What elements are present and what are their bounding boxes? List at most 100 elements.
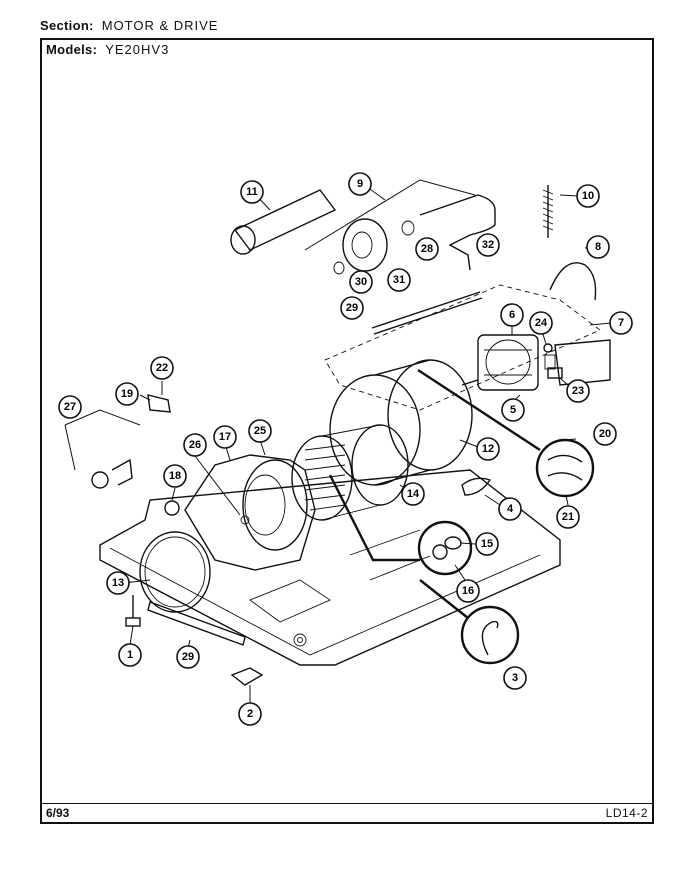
- callout-28: 29: [176, 645, 200, 669]
- idler-arm: [419, 194, 496, 271]
- callout-1-label: 1: [127, 649, 133, 661]
- detail-leader-2: [328, 474, 420, 562]
- callout-23-label: 23: [572, 385, 584, 397]
- callout-27-label: 27: [64, 401, 76, 413]
- callout-22-label: 22: [156, 362, 168, 374]
- blower-housing: [184, 454, 316, 571]
- callout-4-label: 4: [507, 503, 514, 515]
- callout-20-label: 20: [599, 428, 611, 440]
- footer-rule: [40, 803, 654, 804]
- detail-leader-3: [419, 579, 469, 619]
- callout-29-upper: 28: [415, 237, 439, 261]
- section-line: Section: MOTOR & DRIVE: [40, 18, 218, 33]
- callout-20: 20: [593, 422, 617, 446]
- callout-16: 16: [456, 579, 480, 603]
- callout-6: 6: [500, 303, 524, 327]
- callout-5-label: 5: [510, 404, 516, 416]
- callout-30-label: 30: [355, 276, 367, 288]
- callout-4: 4: [498, 497, 522, 521]
- callout-29-lower-label: 29: [346, 302, 358, 314]
- callout-23: 23: [566, 379, 590, 403]
- callout-18-label: 18: [169, 470, 181, 482]
- callout-25: 25: [248, 419, 272, 443]
- callout-32-label: 32: [482, 239, 494, 251]
- detail-circle-clip: [460, 605, 520, 665]
- callout-10-label: 10: [582, 190, 594, 202]
- callout-9: 9: [348, 172, 372, 196]
- callout-26-label: 26: [189, 439, 201, 451]
- callout-7: 7: [609, 311, 633, 335]
- callout-11: 11: [240, 180, 264, 204]
- drive-belt-roll: [230, 189, 337, 255]
- idler-shaft: [371, 291, 483, 335]
- callout-3: 3: [503, 666, 527, 690]
- glide-clip: [230, 667, 264, 686]
- callout-21-label: 21: [562, 511, 574, 523]
- callout-2: 2: [238, 702, 262, 726]
- callout-30: 30: [349, 270, 373, 294]
- callout-21: 21: [556, 505, 580, 529]
- footer-page-code: LD14-2: [605, 806, 648, 820]
- diagram-frame: [40, 38, 654, 824]
- callout-18: 18: [163, 464, 187, 488]
- footer-date: 6/93: [46, 806, 70, 820]
- callout-13-label: 13: [112, 577, 124, 589]
- callout-19-label: 19: [121, 388, 133, 400]
- callout-9-label: 9: [357, 178, 363, 190]
- models-value: YE20HV3: [105, 42, 170, 57]
- motor-bolt: [543, 343, 553, 353]
- callout-26: 26: [183, 433, 207, 457]
- callout-3-label: 3: [512, 672, 518, 684]
- callout-5: 5: [501, 398, 525, 422]
- callout-17: 17: [213, 425, 237, 449]
- callout-32: 32: [476, 233, 500, 257]
- callout-24: 24: [529, 311, 553, 335]
- callout-12: 12: [476, 437, 500, 461]
- callout-15: 15: [475, 532, 499, 556]
- motor-platform-outline: [324, 284, 601, 411]
- callout-16-label: 16: [462, 585, 474, 597]
- motor-mount-shroud: [329, 359, 473, 486]
- callout-8: 8: [586, 235, 610, 259]
- support-bar: [147, 601, 246, 646]
- front-seal-ring: [139, 531, 211, 613]
- callout-14: 14: [401, 482, 425, 506]
- leveling-leg: [125, 595, 141, 627]
- callout-27: 27: [58, 395, 82, 419]
- belt-guide: [147, 394, 171, 413]
- blower-wheel: [291, 424, 409, 521]
- motor-bracket: [544, 262, 611, 386]
- detail-leader-1: [417, 368, 541, 452]
- models-line: Models: YE20HV3: [46, 42, 169, 57]
- pulley-bolt: [164, 500, 180, 516]
- lint-seal: [461, 477, 492, 496]
- callout-2-label: 2: [247, 708, 253, 720]
- callout-25-label: 25: [254, 425, 266, 437]
- detail-circle-bearing: [417, 520, 473, 576]
- callout-10: 10: [576, 184, 600, 208]
- callout-13: 13: [106, 571, 130, 595]
- callout-29-lower: 29: [340, 296, 364, 320]
- callout-8-label: 8: [595, 241, 601, 253]
- callout-31-label: 31: [393, 274, 405, 286]
- callout-29-upper-label: 28: [421, 243, 433, 255]
- drive-motor: [461, 334, 539, 391]
- callout-31: 31: [387, 268, 411, 292]
- callout-11-label: 11: [246, 186, 258, 198]
- callout-12-label: 12: [482, 443, 494, 455]
- detail-circle-belt: [535, 438, 595, 498]
- callout-17-label: 17: [219, 431, 231, 443]
- callout-1: 1: [118, 643, 142, 667]
- section-label: Section:: [40, 18, 94, 33]
- motor-clamp: [547, 367, 563, 379]
- callout-22: 22: [150, 356, 174, 380]
- callout-7-label: 7: [618, 317, 624, 329]
- callout-14-label: 14: [407, 488, 420, 500]
- section-value: MOTOR & DRIVE: [101, 18, 219, 33]
- tension-spring: [542, 185, 554, 238]
- models-label: Models:: [46, 42, 98, 57]
- callout-6-label: 6: [509, 309, 515, 321]
- callout-28-label: 29: [182, 651, 194, 663]
- callout-15-label: 15: [481, 538, 493, 550]
